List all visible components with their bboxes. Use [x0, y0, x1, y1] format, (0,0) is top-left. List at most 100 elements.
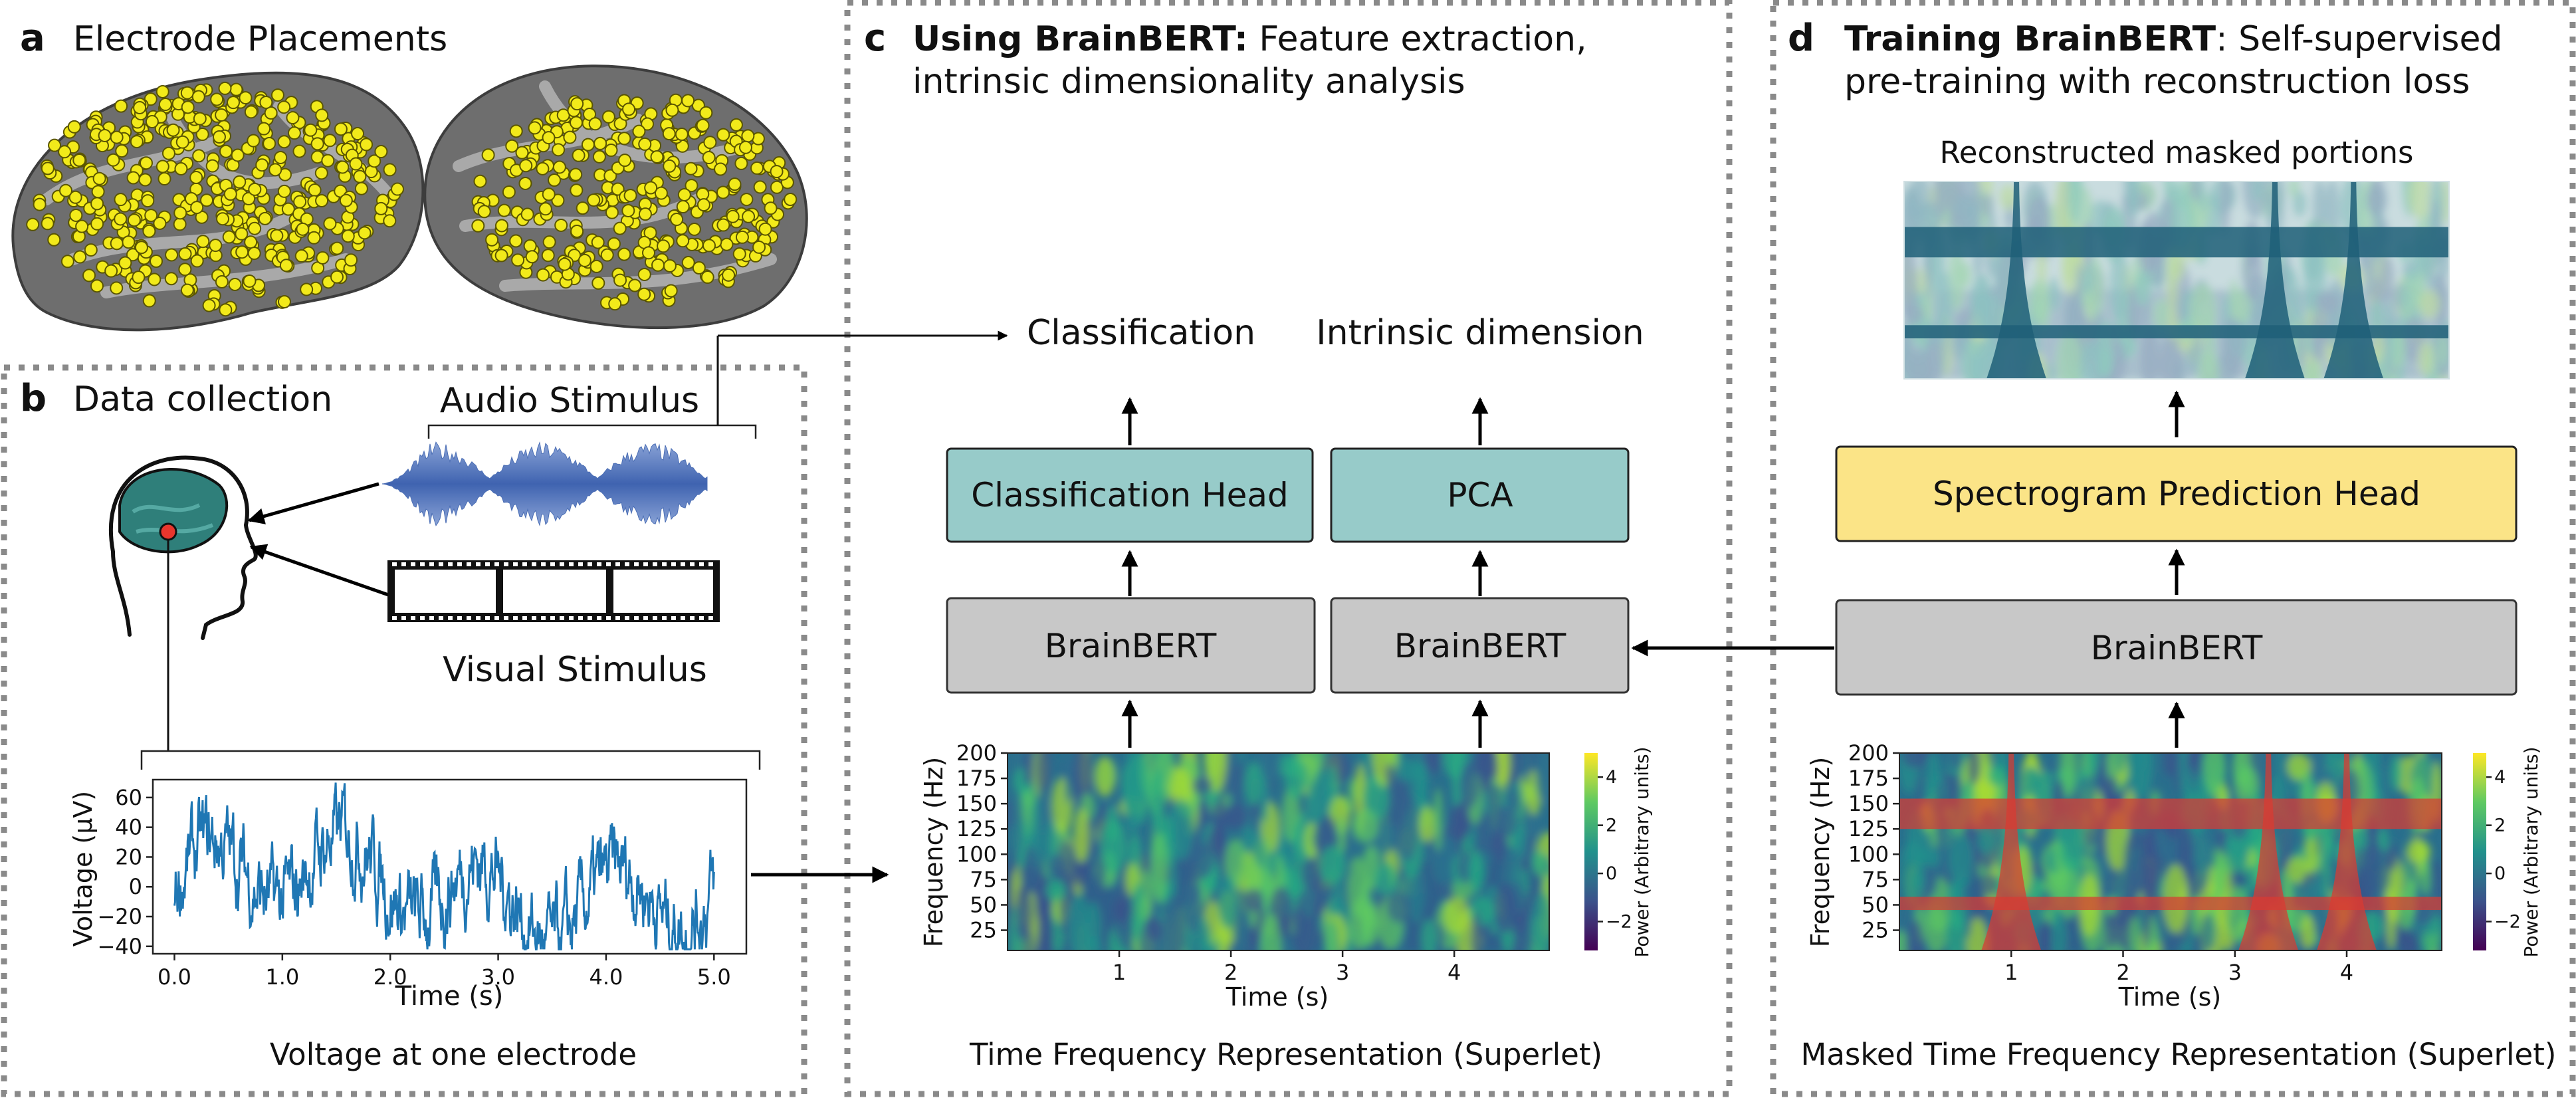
electrode-dot [623, 189, 637, 203]
electrode-dot [473, 174, 487, 188]
electrode-dot [304, 123, 318, 137]
electrode-dot [676, 234, 690, 248]
electrode-dot [90, 279, 104, 293]
electrode-dot [702, 151, 716, 165]
electrode-dot [173, 217, 187, 231]
spec-xtick: 3 [2228, 960, 2242, 985]
electrode-dot [657, 239, 671, 253]
electrode-dot [166, 123, 180, 137]
voltage-xtick: 2.0 [374, 964, 407, 990]
spec-ytick: 100 [956, 841, 997, 867]
electrode-dot [391, 182, 405, 196]
electrode-dot [700, 271, 714, 284]
reconstructed-masked-portions [1903, 181, 2450, 380]
electrode-dot [33, 197, 47, 211]
electrode-dot [223, 187, 237, 201]
electrode-dot [607, 237, 621, 251]
electrode-dot [69, 208, 83, 222]
electrode-dot [141, 194, 155, 208]
classification-head-label: Classification Head [971, 476, 1288, 514]
colorbar-tick: 4 [2494, 767, 2506, 788]
electrode-dot [293, 195, 307, 209]
electrode-dot [277, 100, 291, 114]
electrode-dot [193, 112, 207, 126]
electrode-dot [632, 124, 646, 138]
electrode-dot [525, 250, 539, 264]
human-head-icon [108, 455, 258, 751]
electrode-dot [644, 181, 658, 195]
electrode-dot [551, 193, 565, 207]
voltage-ytick: 20 [115, 844, 142, 869]
classification-head-box [946, 447, 1314, 543]
electrode-dot [617, 132, 631, 146]
electrode-dot [628, 278, 642, 292]
electrode-dot [665, 103, 679, 117]
electrode-dot [383, 163, 397, 177]
electrode-dot [258, 211, 272, 225]
electrode-dot [570, 183, 584, 197]
spec-xtick: 1 [2004, 960, 2018, 985]
brain-right-hemisphere [423, 64, 808, 330]
electrode-dot [587, 193, 601, 207]
spec-ytick: 125 [956, 816, 997, 841]
electrode-dot [663, 159, 677, 173]
electrode-dot [150, 255, 163, 269]
spec-ytick: 200 [1848, 740, 1889, 766]
electrode-dot [603, 169, 617, 183]
electrode-dot [593, 136, 607, 150]
electrode-dot [316, 251, 330, 265]
electrode-dot [205, 159, 219, 173]
brainbert-box-c-left [946, 597, 1316, 694]
electrode-dot [505, 139, 519, 153]
electrode-dot [608, 297, 622, 311]
electrode-dot [209, 239, 223, 253]
electrode-dot [477, 205, 491, 219]
electrode-dot [360, 138, 374, 152]
electrode-dot [59, 183, 73, 197]
electrode-dot [98, 128, 112, 142]
voltage-xtick: 3.0 [481, 964, 515, 990]
electrode-dot [650, 150, 664, 164]
electrode-dot [73, 250, 87, 264]
visual-stimulus-label: Visual Stimulus [443, 650, 707, 690]
electrode-dot [519, 159, 533, 173]
mask-freq-band [1899, 897, 2442, 911]
panel-d-border [1770, 0, 2576, 1097]
electrode-dot [509, 234, 523, 248]
voltage-ytick: 60 [115, 785, 142, 810]
voltage-ytick: −20 [97, 904, 142, 929]
electrode-dot [497, 203, 511, 217]
voltage-xtick: 5.0 [697, 964, 731, 990]
electrode-dot [591, 276, 605, 290]
electrode-dot [92, 171, 106, 185]
electrode-dot [600, 248, 614, 262]
electrode-dot [651, 258, 665, 272]
electrode-dot [681, 94, 695, 108]
electrode-dot [542, 187, 556, 201]
electrode-dot [687, 222, 701, 236]
electrode-dot [734, 156, 748, 170]
electrode-dot [542, 235, 556, 249]
reconstructed-label: Reconstructed masked portions [1940, 135, 2414, 170]
spec-ytick: 50 [970, 892, 997, 917]
panel-c-title: Using BrainBERT: Feature extraction, [912, 19, 1587, 59]
spec-xtick: 2 [2116, 960, 2129, 985]
panel-d-letter: d [1788, 17, 1814, 60]
electrode-dot [471, 219, 485, 233]
spec-ytick: 75 [1862, 867, 1889, 892]
electrode-dot [354, 181, 368, 195]
mask-time-window [2244, 181, 2305, 379]
electrode-dot [554, 218, 568, 232]
electrode-dot [494, 219, 508, 233]
spec-c-ylabel: Frequency (Hz) [919, 757, 948, 948]
panel-b-border [1, 364, 807, 1097]
colorbar-tick: 0 [2494, 863, 2506, 884]
electrode-dot [90, 197, 104, 211]
electrode-dot [664, 284, 678, 298]
classification-label: Classification [1027, 313, 1255, 353]
electrode-dot [684, 162, 698, 175]
electrode-dot [351, 127, 365, 141]
electrode-dot [481, 148, 495, 162]
electrode-markers-right [471, 93, 798, 311]
